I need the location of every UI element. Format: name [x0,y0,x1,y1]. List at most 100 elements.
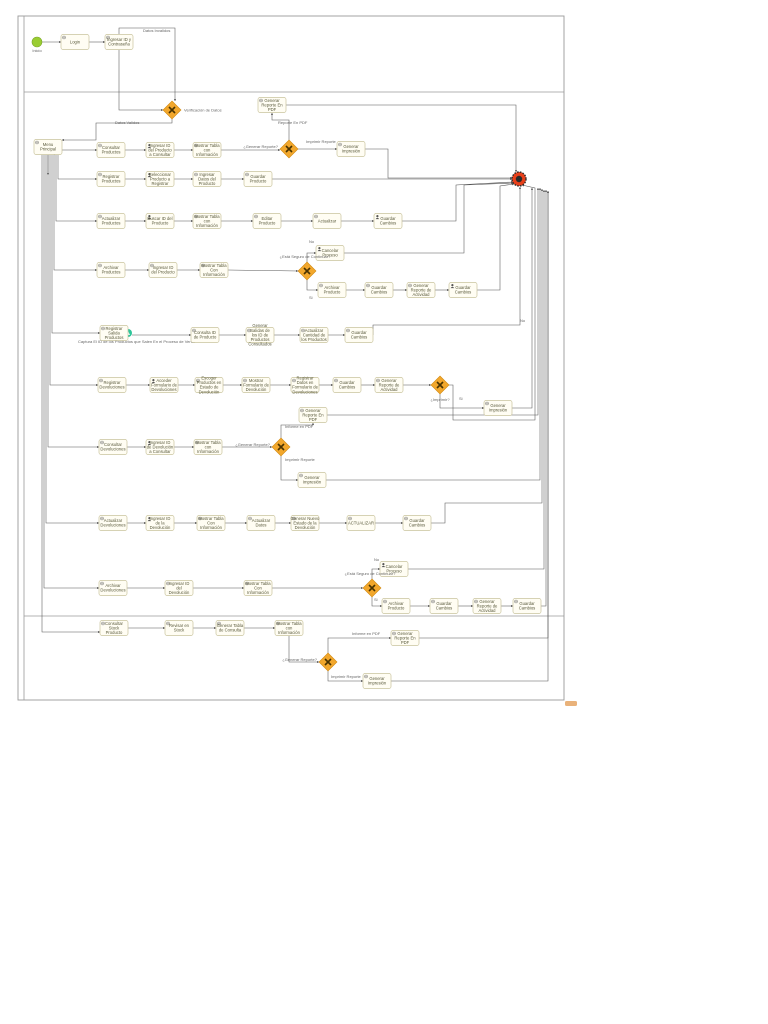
service-icon [292,378,296,383]
gateway-label: ¿Está Seguro de Continuar? [280,254,331,259]
sequence-flow [512,187,534,409]
gateway-archivar-2[interactable]: ¿Está Seguro de Continuar? [345,571,396,598]
resize-handle[interactable] [565,701,577,706]
sequence-flow [344,181,514,254]
service-icon [392,631,396,636]
task-login[interactable]: Login [60,34,90,50]
gateway-reporte-1[interactable]: ¿Generar Reporte? [243,139,299,159]
end-event[interactable] [511,171,527,187]
edge-label-informe-pdf-1: Informe en PDF [285,424,314,429]
sequence-flow [55,155,98,223]
exclusive-gateway-icon [303,267,311,275]
gateway-reporte-2[interactable]: ¿Generar Reporte? [235,437,291,457]
service-icon [276,621,280,626]
gateway-imprimir[interactable]: ¿Imprimir? [430,375,450,402]
service-icon [243,378,247,383]
pool [17,15,565,701]
task-actualizar-2[interactable]: ACTUALIZAR [346,515,376,531]
sequence-flow [541,189,548,607]
task-actualizar[interactable]: Actualizar [312,213,342,229]
service-icon [299,473,303,478]
start-event[interactable]: Inicio [31,36,42,53]
gateway-reporte-3[interactable]: ¿Generar Reporte? [282,652,338,672]
sequence-flow [280,422,315,438]
user-icon [375,215,380,220]
sequence-flow [61,119,173,142]
gateway-verificacion[interactable]: Verificación de Datos [162,100,222,120]
service-icon [474,599,478,604]
gateway-archivar-1[interactable]: ¿Está Seguro de Continuar? [280,254,331,281]
